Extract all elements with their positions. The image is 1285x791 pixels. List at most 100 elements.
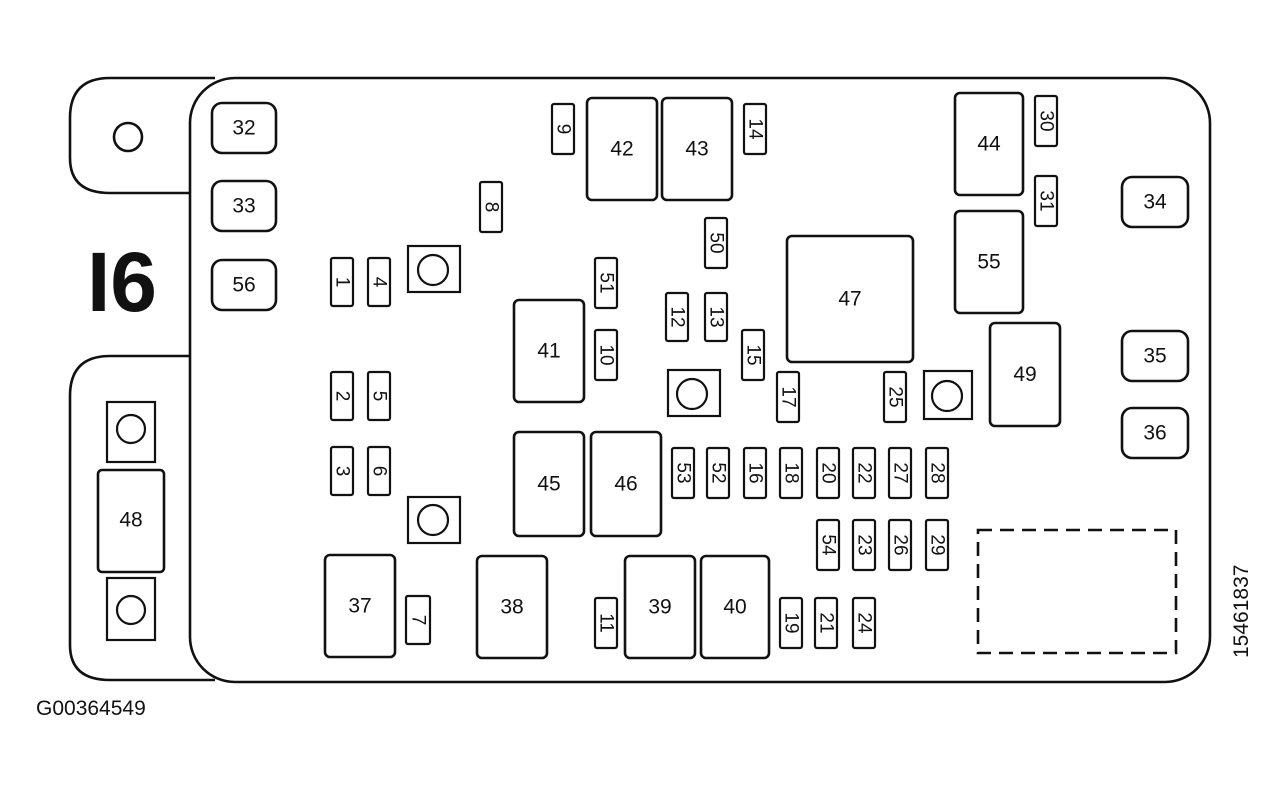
- fuse-30: 30: [1033, 94, 1059, 148]
- fuse-6: 6: [366, 445, 392, 497]
- bolt-studs: [406, 244, 974, 545]
- fuse-56: 56: [210, 258, 278, 312]
- svg-text:24: 24: [854, 612, 875, 634]
- fuse-8: 8: [478, 180, 504, 234]
- fuse-54: 54: [815, 518, 841, 572]
- svg-text:28: 28: [927, 462, 948, 483]
- fuse-26: 26: [887, 518, 913, 572]
- svg-text:53: 53: [673, 462, 694, 483]
- fuse-28: 28: [924, 446, 950, 500]
- fuse-23: 23: [851, 518, 877, 572]
- empty-dashed-area: [976, 528, 1178, 655]
- fuse-19: 19: [778, 596, 804, 650]
- fuse-20: 20: [815, 446, 841, 500]
- fuse-5: 5: [366, 370, 392, 422]
- fuse-17: 17: [775, 370, 801, 424]
- fuse-21: 21: [813, 596, 839, 650]
- svg-text:10: 10: [596, 344, 617, 365]
- svg-text:45: 45: [537, 473, 560, 496]
- relay-43: 43: [660, 96, 734, 202]
- fuse-51: 51: [593, 256, 619, 310]
- svg-text:13: 13: [706, 306, 727, 327]
- svg-text:23: 23: [854, 534, 875, 555]
- svg-text:56: 56: [232, 274, 255, 297]
- svg-text:42: 42: [610, 138, 633, 161]
- fuse-16: 16: [742, 446, 768, 500]
- relay-49: 49: [988, 321, 1062, 428]
- svg-text:17: 17: [778, 386, 799, 407]
- fuse-22: 22: [851, 446, 877, 500]
- svg-text:54: 54: [818, 534, 839, 556]
- svg-text:9: 9: [553, 124, 574, 135]
- svg-text:32: 32: [232, 117, 255, 140]
- svg-text:40: 40: [723, 596, 746, 619]
- fuse-31: 31: [1033, 174, 1059, 228]
- svg-text:20: 20: [818, 462, 839, 483]
- relay-55: 55: [953, 209, 1025, 315]
- svg-text:43: 43: [685, 138, 708, 161]
- svg-text:36: 36: [1143, 422, 1166, 445]
- fuse-24: 24: [851, 596, 877, 650]
- fuse-50: 50: [703, 216, 729, 270]
- relay-41: 41: [512, 298, 586, 404]
- svg-text:48: 48: [119, 509, 142, 532]
- block-id-label: I6: [87, 235, 157, 329]
- fuse-29: 29: [924, 518, 950, 572]
- fuse-13: 13: [703, 291, 729, 343]
- svg-text:2: 2: [332, 391, 353, 402]
- figure-code: G00364549: [36, 697, 146, 720]
- svg-text:14: 14: [745, 118, 766, 140]
- svg-text:29: 29: [927, 534, 948, 555]
- fuse-7: 7: [404, 594, 432, 646]
- svg-text:33: 33: [232, 195, 255, 218]
- fuse-10: 10: [593, 328, 619, 382]
- fuse-25: 25: [882, 370, 908, 424]
- fuse-35: 35: [1120, 329, 1190, 383]
- fuse-52: 52: [705, 446, 731, 500]
- svg-text:4: 4: [369, 277, 390, 288]
- svg-text:52: 52: [708, 462, 729, 483]
- svg-text:22: 22: [854, 462, 875, 483]
- svg-text:1: 1: [332, 277, 353, 288]
- fuse-12: 12: [664, 291, 690, 343]
- svg-text:34: 34: [1143, 191, 1167, 214]
- svg-text:39: 39: [648, 596, 671, 619]
- svg-text:37: 37: [348, 595, 371, 618]
- relay-45: 45: [512, 430, 586, 538]
- mounting-hole: [112, 121, 144, 153]
- svg-text:26: 26: [890, 534, 911, 555]
- svg-text:25: 25: [885, 386, 906, 407]
- svg-text:46: 46: [614, 473, 637, 496]
- svg-text:19: 19: [781, 612, 802, 633]
- svg-text:44: 44: [977, 133, 1001, 156]
- svg-text:16: 16: [745, 462, 766, 483]
- fuse-9: 9: [550, 102, 576, 156]
- part-number: 15461837: [1230, 565, 1253, 658]
- fuse-34: 34: [1120, 175, 1190, 229]
- fuse-18: 18: [778, 446, 804, 500]
- relay-39: 39: [623, 554, 697, 660]
- svg-text:41: 41: [537, 340, 560, 363]
- svg-text:6: 6: [369, 466, 390, 477]
- svg-text:3: 3: [332, 466, 353, 477]
- relay-37: 37: [323, 553, 397, 659]
- svg-text:38: 38: [500, 596, 523, 619]
- svg-text:30: 30: [1036, 110, 1057, 131]
- fuse-14: 14: [742, 102, 768, 156]
- fuse-3: 3: [329, 445, 355, 497]
- svg-text:15: 15: [743, 344, 764, 365]
- mega-fuse-48: 48: [96, 400, 166, 642]
- fuse-11: 11: [593, 596, 619, 650]
- relay-46: 46: [589, 430, 663, 538]
- svg-text:5: 5: [369, 391, 390, 402]
- fuse-1: 1: [329, 256, 355, 308]
- svg-text:51: 51: [596, 272, 617, 293]
- svg-text:47: 47: [838, 288, 861, 311]
- fuse-2: 2: [329, 370, 355, 422]
- relay-42: 42: [585, 96, 659, 202]
- relay-44: 44: [953, 91, 1025, 197]
- svg-text:11: 11: [596, 613, 617, 633]
- svg-text:35: 35: [1143, 345, 1166, 368]
- fuse-33: 33: [210, 179, 278, 233]
